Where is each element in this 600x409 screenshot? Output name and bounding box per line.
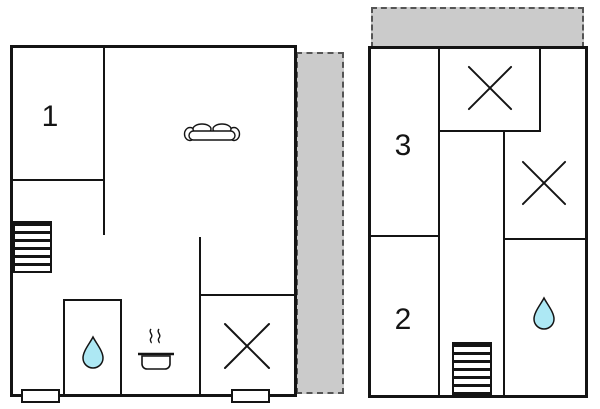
door-opening [21, 389, 60, 403]
wall [103, 45, 105, 235]
couch-icon [183, 123, 241, 142]
water-drop-icon [82, 335, 104, 369]
water-drop-icon [533, 296, 555, 330]
wall [199, 237, 201, 394]
exterior-wall [368, 46, 588, 398]
wall [440, 130, 541, 132]
cooking-pot-icon [138, 328, 174, 370]
terrace-area [296, 52, 344, 394]
stairs-icon [13, 221, 52, 273]
balcony-area [371, 7, 584, 48]
room-3-label: 3 [394, 129, 412, 162]
cross-icon [224, 323, 270, 369]
wall [503, 130, 505, 398]
wall [539, 46, 541, 132]
wall [438, 46, 440, 398]
wall [10, 179, 105, 181]
door-opening [231, 389, 270, 403]
wall [199, 294, 294, 296]
wall [505, 238, 585, 240]
wall [63, 299, 122, 301]
cross-icon [467, 65, 513, 111]
cross-icon [521, 160, 567, 206]
exterior-wall [10, 45, 297, 397]
room-2-label: 2 [394, 303, 412, 336]
wall [63, 299, 65, 394]
left-floor-plan: 1 [10, 45, 344, 403]
stairs-icon [452, 342, 492, 395]
room-1-label: 1 [41, 100, 59, 133]
wall [120, 299, 122, 394]
wall [368, 235, 438, 237]
